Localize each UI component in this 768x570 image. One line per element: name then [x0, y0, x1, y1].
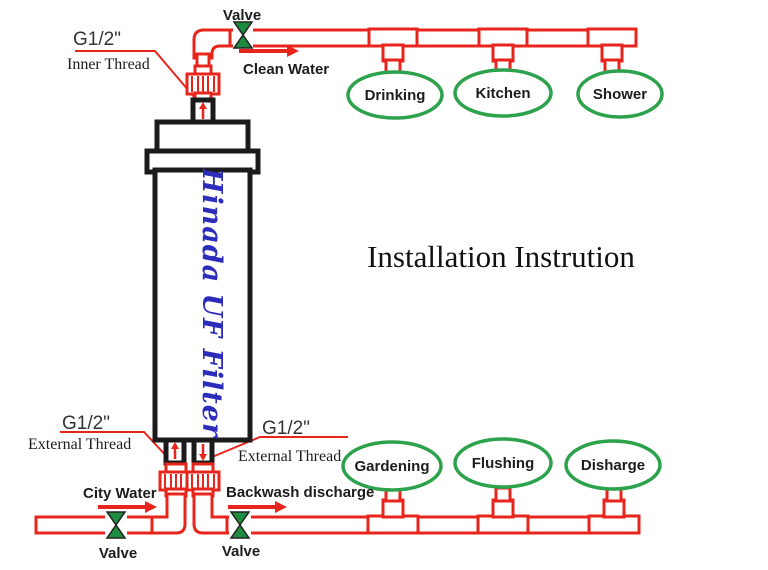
filter-top-cap [154, 119, 251, 156]
backwash-elbow [192, 492, 229, 535]
external-thread-right-leader-line [204, 436, 348, 461]
bottom-couplers [158, 462, 221, 498]
backwash-discharge-label: Backwash discharge [226, 484, 374, 501]
g12-inner-label: G1/2" [73, 29, 121, 50]
clean-water-arrow-head [287, 45, 299, 57]
valve-icon [232, 21, 254, 49]
city-water-label: City Water [83, 485, 157, 502]
top-coupler-ribs [191, 76, 215, 92]
inner-thread-leader-line [75, 50, 195, 98]
city-water-arrow-head [145, 501, 157, 513]
top-pipe [226, 28, 638, 48]
backwash-pipe-run [192, 492, 639, 539]
right-coupler-ribs [191, 474, 215, 488]
valve-label-city: Valve [99, 545, 137, 562]
outlet-shower: Shower [576, 69, 664, 119]
external-thread-left-leader-line [60, 431, 171, 461]
outlet-label: Kitchen [475, 85, 530, 102]
outlet-drinking: Drinking [346, 70, 444, 120]
outlet-label: Disharge [581, 457, 645, 474]
filter-brand-text: Hinada UF Filter [196, 167, 227, 439]
drain-port-flow-arrow-head [199, 454, 207, 461]
tee-disharge [587, 486, 641, 535]
top-tee-fittings [367, 27, 638, 75]
valve-icon [229, 511, 251, 539]
outlet-oval [453, 68, 553, 118]
outlet-oval [564, 439, 662, 491]
outlet-oval [346, 70, 444, 120]
tee-flushing [476, 486, 530, 535]
page-title: Installation Instrution [367, 239, 635, 274]
city-water-pipe [34, 515, 156, 535]
tee-shower [586, 27, 638, 75]
city-water-elbow [150, 492, 187, 535]
valve-label-backwash: Valve [222, 543, 260, 560]
valve-label-top: Valve [223, 7, 261, 24]
outlet-oval [576, 69, 664, 119]
external-thread-right-label: External Thread [238, 448, 341, 465]
backwash-arrow-head [275, 501, 287, 513]
g12-left-label: G1/2" [62, 413, 110, 434]
outlet-label: Shower [593, 86, 647, 103]
outlet-disharge: Disharge [564, 439, 662, 491]
inlet-port-flow-arrow-head [171, 442, 179, 449]
outlet-oval [453, 437, 553, 489]
tee-gardening [366, 486, 420, 535]
city-water-pipe-run [34, 492, 187, 539]
inner-thread-label: Inner Thread [67, 56, 150, 73]
backwash-pipe [223, 515, 639, 535]
g12-right-label: G1/2" [262, 418, 310, 439]
outlet-label: Drinking [365, 87, 426, 104]
outlet-flushing: Flushing [453, 437, 553, 489]
tee-kitchen [477, 27, 529, 75]
external-thread-left-label: External Thread [28, 436, 131, 453]
outlet-gardening: Gardening [341, 440, 443, 492]
valve-icon [105, 511, 127, 539]
outlet-label: Gardening [354, 458, 429, 475]
top-elbow [192, 28, 232, 60]
uf-filter-unit: Hinada UF Filter [144, 97, 261, 466]
outlet-oval [341, 440, 443, 492]
top-port-flow-arrow-head [199, 102, 207, 109]
filter-body [152, 167, 253, 443]
clean-water-label: Clean Water [243, 61, 329, 78]
outlet-kitchen: Kitchen [453, 68, 553, 118]
outlet-label: Flushing [472, 455, 535, 472]
bottom-tee-fittings [366, 486, 641, 535]
tee-drinking [367, 27, 419, 75]
